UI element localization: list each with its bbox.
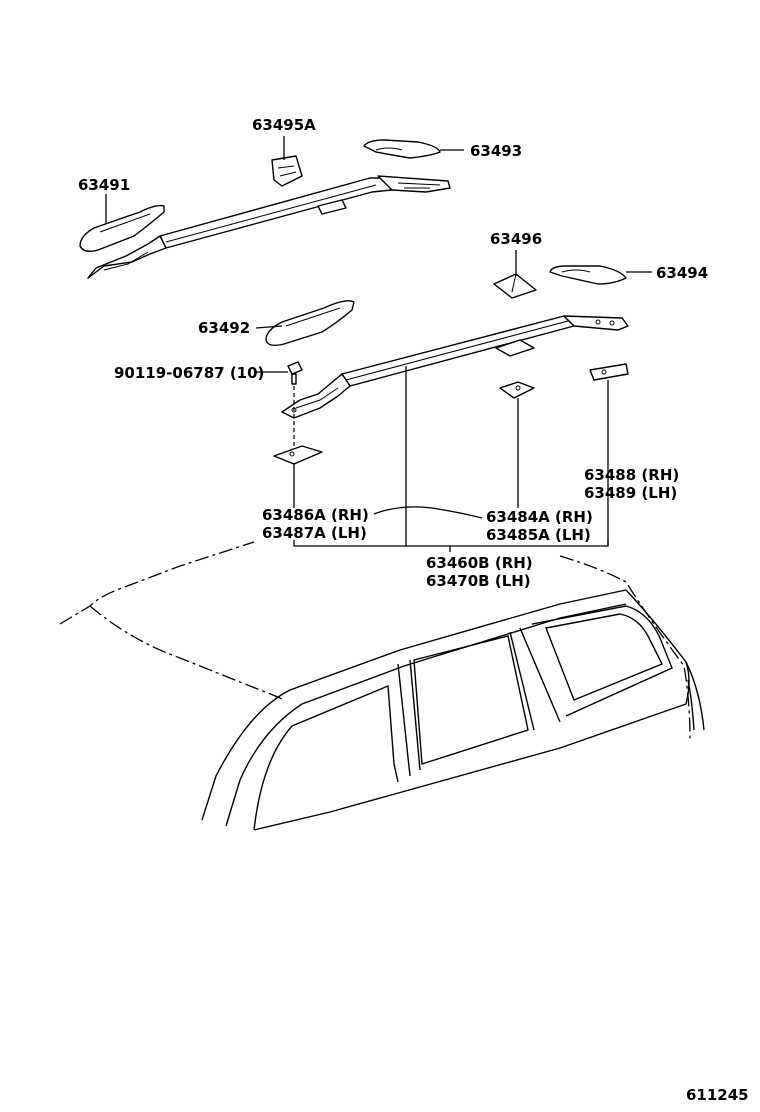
upper-roof-rail-assembly bbox=[87, 175, 451, 279]
bolt-90119-06787 bbox=[287, 361, 303, 446]
label-63493: 63493 bbox=[470, 142, 522, 160]
part-63492-end-cover bbox=[265, 300, 355, 347]
part-63495a-clip bbox=[271, 155, 303, 187]
label-63492: 63492 bbox=[198, 319, 250, 337]
label-63486a-rh: 63486A (RH) bbox=[262, 506, 369, 524]
lower-roof-rail-assembly bbox=[281, 315, 629, 419]
leader-lines bbox=[105, 136, 652, 552]
label-63460b-rh: 63460B (RH) bbox=[426, 554, 533, 572]
vehicle-body-outline bbox=[59, 541, 705, 831]
part-63486a-pad bbox=[273, 445, 323, 465]
part-63488-pad bbox=[589, 363, 629, 381]
part-63484a-pad bbox=[499, 381, 535, 399]
label-63495a: 63495A bbox=[252, 116, 316, 134]
part-63491-end-cover bbox=[79, 204, 165, 253]
label-63484a-rh: 63484A (RH) bbox=[486, 508, 593, 526]
part-63494-end-cover bbox=[549, 265, 627, 285]
part-63493-end-cover bbox=[363, 139, 441, 159]
part-63496-pad bbox=[493, 273, 537, 299]
label-63485a-lh: 63485A (LH) bbox=[486, 526, 591, 544]
label-63496: 63496 bbox=[490, 230, 542, 248]
label-63494: 63494 bbox=[656, 264, 708, 282]
label-63487a-lh: 63487A (LH) bbox=[262, 524, 367, 542]
label-63489-lh: 63489 (LH) bbox=[584, 484, 677, 502]
label-63491: 63491 bbox=[78, 176, 130, 194]
label-63470b-lh: 63470B (LH) bbox=[426, 572, 531, 590]
label-63488-rh: 63488 (RH) bbox=[584, 466, 679, 484]
figure-number: 611245 bbox=[686, 1086, 749, 1104]
label-bolt-90119-06787: 90119-06787 (10) bbox=[114, 364, 264, 382]
